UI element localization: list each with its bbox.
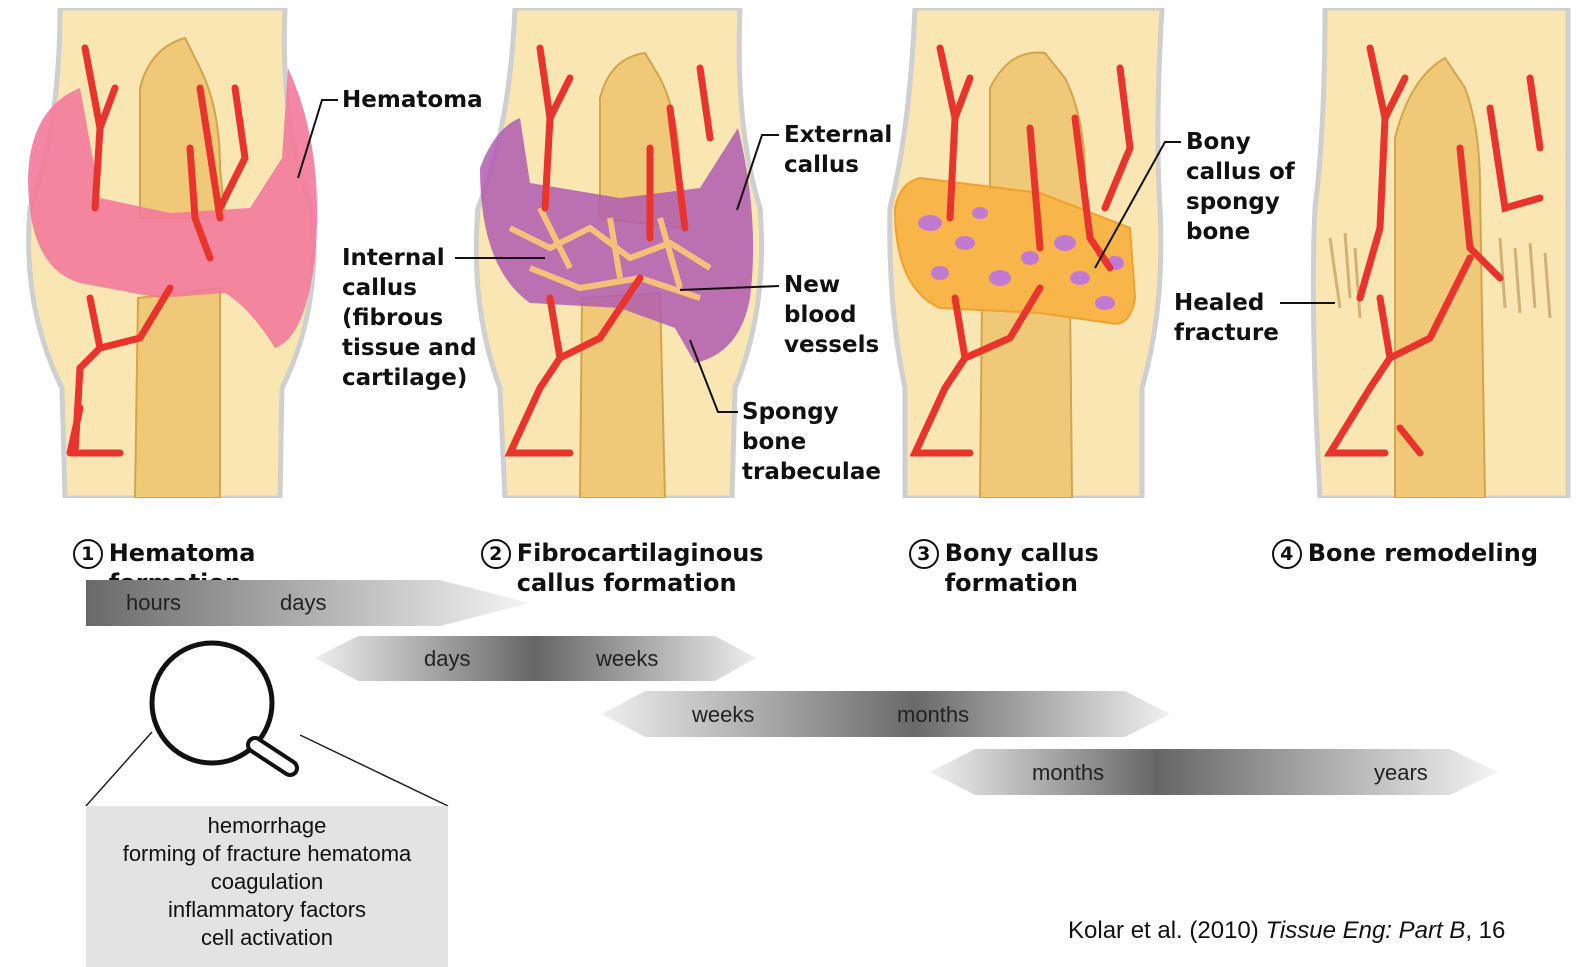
timeline-arrow-3 [602, 691, 1170, 737]
timeline-4-start: months [1032, 760, 1104, 786]
citation-authors: Kolar et al. (2010) [1068, 917, 1265, 944]
timeline-2-end: weeks [596, 646, 658, 672]
timeline-4-end: years [1374, 760, 1428, 786]
detail-line: hemorrhage [86, 812, 448, 840]
timeline-2-start: days [424, 646, 470, 672]
detail-line: inflammatory factors [86, 896, 448, 924]
detail-line: forming of fracture hematoma [86, 840, 448, 868]
detail-line: cell activation [86, 924, 448, 952]
timeline-1-end: days [280, 590, 326, 616]
citation-tail: , 16 [1465, 917, 1505, 944]
citation-journal: Tissue Eng: Part B [1265, 917, 1465, 944]
timeline-3-end: months [897, 702, 969, 728]
timeline-3-start: weeks [692, 702, 754, 728]
timeline-1-start: hours [126, 590, 181, 616]
detail-box: hemorrhage forming of fracture hematoma … [86, 806, 448, 967]
detail-line: coagulation [86, 868, 448, 896]
magnifier-icon [152, 643, 290, 768]
citation: Kolar et al. (2010) Tissue Eng: Part B, … [1068, 917, 1505, 945]
timeline-arrow-2 [315, 636, 756, 681]
